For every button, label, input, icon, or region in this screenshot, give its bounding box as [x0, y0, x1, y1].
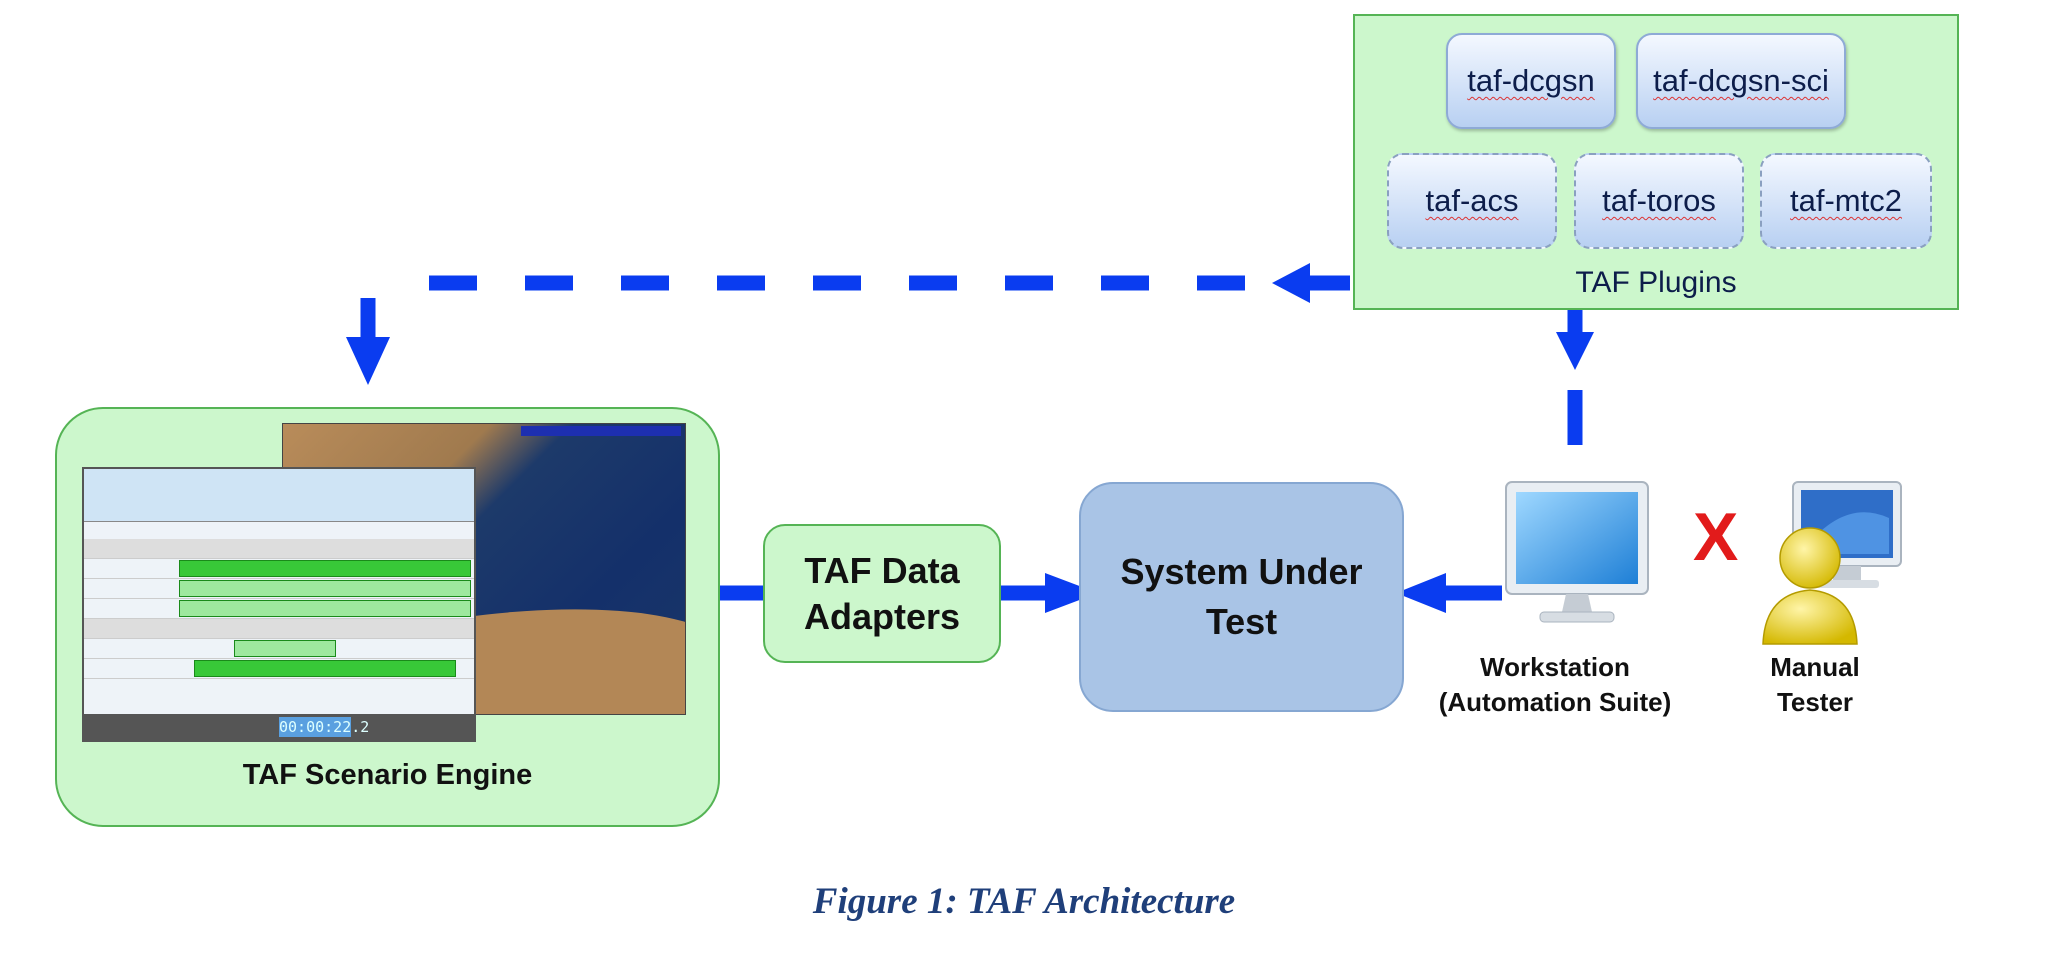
x-mark: X — [1693, 499, 1739, 575]
timeline-toolbar — [84, 469, 474, 522]
timeline-bar — [234, 640, 336, 657]
timeline-row — [84, 659, 474, 679]
workstation-monitor-icon — [1505, 481, 1649, 623]
plugins-panel: taf-dcgsn taf-dcgsn-sci taf-acs taf-toro… — [1353, 14, 1959, 310]
arrow-head-down-workstation — [1556, 332, 1594, 370]
system-under-test-box: System Under Test — [1079, 482, 1404, 712]
arrow-head-left-sut — [1396, 573, 1446, 613]
plugin-taf-dcgsn: taf-dcgsn — [1446, 33, 1616, 129]
timeline-clock: 00:00:22.2 — [279, 717, 370, 737]
data-adapters-line2: Adapters — [803, 595, 961, 637]
timeline-row — [84, 599, 474, 619]
manual-tester-label: Manual Tester — [1735, 650, 1895, 720]
arrow-head-down-engine — [346, 337, 390, 385]
timeline-row — [84, 539, 474, 559]
plugin-taf-toros: taf-toros — [1574, 153, 1744, 249]
timeline-screenshot: 00:00:22.2 — [82, 467, 476, 742]
timeline-row — [84, 559, 474, 579]
data-adapters-line1: TAF Data — [804, 549, 960, 591]
workstation-label: Workstation (Automation Suite) — [1420, 650, 1690, 720]
arrow-head-left-plugins — [1272, 263, 1310, 303]
timeline-row — [84, 579, 474, 599]
timeline-row — [84, 619, 474, 639]
manual-line2: Tester — [1776, 687, 1854, 717]
figure-caption: Figure 1: TAF Architecture — [812, 881, 1236, 922]
timeline-bar — [179, 580, 471, 597]
timeline-bar — [179, 560, 471, 577]
plugins-panel-title: TAF Plugins — [1575, 266, 1737, 299]
timeline-bar — [179, 600, 471, 617]
scenario-engine-title: TAF Scenario Engine — [242, 759, 533, 791]
timeline-bar — [194, 660, 456, 677]
plugin-taf-mtc2: taf-mtc2 — [1760, 153, 1932, 249]
plugin-taf-acs: taf-acs — [1387, 153, 1557, 249]
workstation-line2: (Automation Suite) — [1438, 687, 1672, 717]
sut-line2: Test — [1205, 601, 1278, 642]
person-icon — [1762, 527, 1858, 645]
arrow-head-right-sut — [1045, 573, 1098, 613]
sut-line1: System Under — [1120, 551, 1363, 592]
plugin-taf-dcgsn-sci: taf-dcgsn-sci — [1636, 33, 1846, 129]
timeline-row — [84, 639, 474, 659]
manual-line1: Manual — [1770, 652, 1860, 682]
map-status-bar — [521, 426, 681, 436]
data-adapters-box: TAF Data Adapters — [763, 524, 1001, 663]
workstation-line1: Workstation — [1480, 652, 1630, 682]
